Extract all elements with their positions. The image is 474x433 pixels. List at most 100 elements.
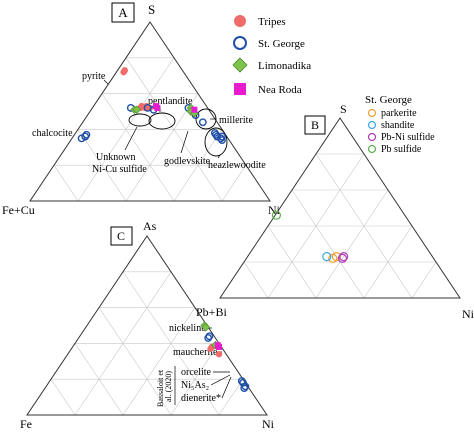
panel-b-grid xyxy=(243,153,437,299)
panel-c-label: C xyxy=(117,229,125,243)
point-a-nea-roda-2 xyxy=(191,106,198,113)
point-a-limonadika-1 xyxy=(132,105,142,114)
legend-marker-nea-roda xyxy=(234,83,246,95)
grid-line-a-3-2 xyxy=(173,129,223,202)
point-a-tripes-6 xyxy=(146,104,154,112)
panel-b-triangle xyxy=(219,117,461,299)
panel-b-corner-top: S xyxy=(340,102,347,116)
leader-unknown xyxy=(124,126,138,151)
legend-marker-limonadika xyxy=(232,57,248,73)
panel-b-corner-right: Ni xyxy=(462,307,474,321)
label-heazlewoodite: heazlewoodite xyxy=(208,160,266,171)
panel-c-corner-right: Ni xyxy=(262,417,275,431)
point-a-st-george-15 xyxy=(77,134,86,143)
ellipse-pentlandite xyxy=(148,112,176,130)
panel-c-triangle xyxy=(26,235,268,416)
panel-a-corner-top: S xyxy=(148,2,155,17)
side-note-line-2: al. (2020) xyxy=(164,371,173,402)
panel-b-label: B xyxy=(311,118,319,132)
leader-godlevskite xyxy=(180,130,189,154)
legend-label-st-george: St. George xyxy=(258,38,305,50)
label-ni-cu-sulfide: Ni-Cu sulfide xyxy=(92,164,147,175)
point-a-st-george-6 xyxy=(198,118,207,127)
label-orcelite: orcelite xyxy=(181,367,212,378)
grid-line-b-3-1 xyxy=(267,225,317,299)
grid-line-c-4-2 xyxy=(218,379,244,416)
point-c-st-george-1 xyxy=(204,334,213,342)
panel-a-grid xyxy=(53,57,247,202)
label-nickeline: nickeline xyxy=(169,323,206,334)
panel-c-points xyxy=(200,321,250,393)
grid-line-b-4-2 xyxy=(411,261,437,299)
point-b-shandite-0 xyxy=(322,252,332,262)
legend-b-label-pb-ni-sulfide: Pb-Ni sulfide xyxy=(381,132,435,143)
legend-label-nea-roda: Nea Roda xyxy=(258,84,302,96)
panel-a-triangle xyxy=(29,21,271,202)
panel-a-corner-right: Ni xyxy=(268,203,281,217)
legend-b-label-pb-sulfide: Pb sulfide xyxy=(381,144,422,155)
point-c-st-george-5 xyxy=(240,384,249,393)
grid-line-a-4-1 xyxy=(53,165,79,202)
legend-label-limonadika: Limonadika xyxy=(258,60,311,72)
grid-line-b-2-2 xyxy=(315,189,389,299)
grid-line-b-3-2 xyxy=(363,225,413,299)
leader-heazlewoodite xyxy=(217,154,221,159)
legend-b-marker-shandite xyxy=(367,120,377,130)
leader-ni5as2 xyxy=(210,374,231,386)
legend-b-label-shandite: shandite xyxy=(381,120,415,131)
panel-a-label: A xyxy=(118,5,128,20)
panel-a-label-box xyxy=(111,2,135,23)
legend-b-title: St. George xyxy=(365,94,412,106)
point-c-tripes-2 xyxy=(215,350,223,358)
grid-line-c-3-2 xyxy=(170,343,220,416)
grid-line-a-2-2 xyxy=(125,93,199,202)
panel-c-label-box xyxy=(110,226,133,246)
legend-b-label-parkerite: parkerite xyxy=(381,108,417,119)
point-a-st-george-11 xyxy=(218,136,226,145)
label-pyrite: pyrite xyxy=(82,71,106,82)
leader-pyrite xyxy=(103,79,109,85)
panel-b-label-box xyxy=(304,115,326,135)
label-dienerite: dienerite* xyxy=(181,393,221,404)
grid-line-c-2-1 xyxy=(98,307,172,416)
label-maucherite: maucherite xyxy=(173,347,218,358)
grid-line-b-2-1 xyxy=(291,189,365,299)
label-millerite: millerite xyxy=(219,115,253,126)
point-b-pb-ni-sulfide-0 xyxy=(337,253,347,263)
legend-b-marker-pb-ni-sulfide xyxy=(367,132,377,142)
grid-line-a-3-1 xyxy=(77,129,127,202)
main-legend: Tripes St. George Limonadika Nea Roda xyxy=(232,15,311,96)
ellipse-unknown xyxy=(128,113,152,127)
grid-line-a-4-2 xyxy=(221,165,247,202)
label-chalcocite: chalcocite xyxy=(32,128,73,139)
label-godlevskite: godlevskite xyxy=(164,156,211,167)
legend-b-marker-parkerite xyxy=(367,108,377,118)
grid-line-c-2-2 xyxy=(122,307,196,416)
grid-line-c-3-1 xyxy=(74,343,124,416)
panel-a-points xyxy=(77,67,226,145)
legend-label-tripes: Tripes xyxy=(258,16,286,28)
grid-line-b-4-1 xyxy=(243,261,269,299)
point-b-pb-ni-sulfide-1 xyxy=(339,252,349,262)
point-a-tripes-1 xyxy=(120,68,127,76)
ellipse-heazlewoodite xyxy=(204,127,228,157)
label-unknown: Unknown xyxy=(96,152,135,163)
leader-dienerite xyxy=(221,376,232,399)
panel-b-points xyxy=(271,210,349,263)
panel-c-grid xyxy=(50,271,244,416)
panel-c-corner-top: As xyxy=(143,219,157,233)
panel-a-corner-left: Fe+Cu xyxy=(2,203,35,217)
point-c-tripes-1 xyxy=(207,345,214,352)
legend-marker-st-george xyxy=(233,36,247,50)
grid-line-c-4-1 xyxy=(50,379,76,416)
legend-marker-tripes xyxy=(234,15,246,27)
point-b-pb-sulfide-0 xyxy=(271,210,281,220)
point-c-limonadika-1 xyxy=(201,323,211,332)
panel-c-corner-left: Fe xyxy=(20,417,32,431)
point-b-parkerite-1 xyxy=(331,252,341,262)
side-note-line-1: Bassaloit et xyxy=(156,369,165,407)
panel-a: A S Fe+Cu Ni pyrite pentlandite millerit… xyxy=(2,2,281,217)
label-pentlandite: pentlandite xyxy=(148,96,193,107)
point-a-st-george-12 xyxy=(218,132,226,141)
